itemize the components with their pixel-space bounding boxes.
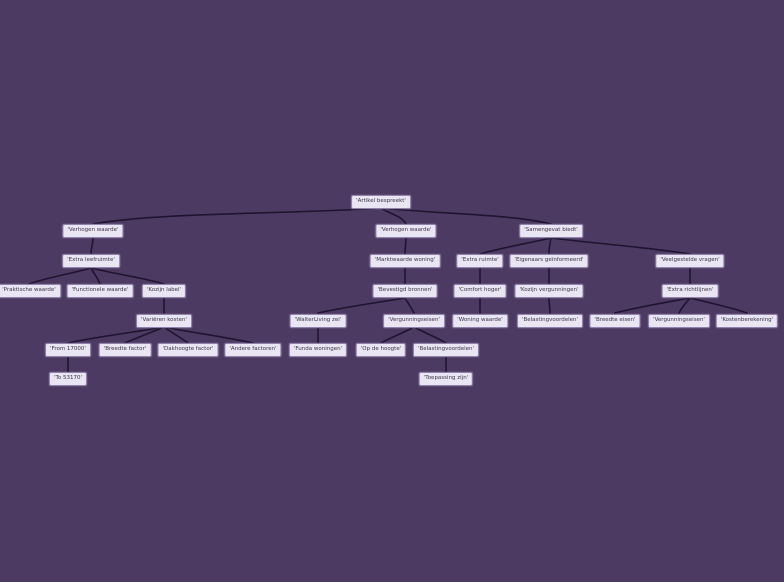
node-extra-leefruimte[interactable]: 'Extra leefruimte' bbox=[62, 254, 120, 268]
node-kostenberekening[interactable]: 'Kostenberekening' bbox=[715, 314, 779, 328]
node-marktwaarde-woning[interactable]: 'Marktwaarde woning' bbox=[369, 254, 441, 268]
node-kozijn-vergunningen[interactable]: 'Kozijn vergunningen' bbox=[514, 284, 584, 298]
node-eigenaars-geinformeerd[interactable]: 'Eigenaars geïnformeerd' bbox=[509, 254, 589, 268]
node-woning-waarde[interactable]: 'Woning waarde' bbox=[452, 314, 508, 328]
node-vergunningseisen-right[interactable]: 'Vergunningseisen' bbox=[648, 314, 710, 328]
node-verhogen-waarde[interactable]: 'Verhogen waarde' bbox=[62, 224, 124, 238]
node-vergunningseisen-center[interactable]: 'Vergunningseisen' bbox=[383, 314, 445, 328]
node-toepassing-zijn[interactable]: 'Toepassing zijn' bbox=[418, 372, 474, 386]
node-veelgestelde-vragen[interactable]: 'Veelgestelde vragen' bbox=[655, 254, 725, 268]
node-from-17000[interactable]: 'From 17000' bbox=[45, 343, 91, 357]
node-belastingvoordelen-right[interactable]: 'Belastingvoordelen' bbox=[516, 314, 584, 328]
node-walterliving-zei[interactable]: 'WalterLiving zei' bbox=[289, 314, 347, 328]
node-verhogen-waarde-center[interactable]: 'Verhogen waarde' bbox=[375, 224, 437, 238]
node-samengevat-biedt[interactable]: 'Samengevat biedt' bbox=[519, 224, 583, 238]
node-to-53170[interactable]: 'To 53170' bbox=[48, 372, 88, 386]
node-breedte-factor[interactable]: 'Breedte factor' bbox=[98, 343, 152, 357]
node-kozijn-label[interactable]: 'Kozijn label' bbox=[141, 284, 187, 298]
node-funda-woningen[interactable]: 'Funda woningen' bbox=[288, 343, 348, 357]
node-andere-factoren[interactable]: 'Andere factoren' bbox=[224, 343, 282, 357]
node-artikel-bespreekt[interactable]: 'Artikel bespreekt' bbox=[351, 195, 411, 209]
node-extra-ruimte[interactable]: 'Extra ruimte' bbox=[456, 254, 504, 268]
node-varieren-kosten[interactable]: 'Variëren kosten' bbox=[136, 314, 192, 328]
node-bevestigd-bronnen[interactable]: 'Bevestigd bronnen' bbox=[372, 284, 438, 298]
node-op-de-hoogte[interactable]: 'Op de hoogte' bbox=[355, 343, 407, 357]
node-dakhoogte-factor[interactable]: 'Dakhoogte factor' bbox=[157, 343, 219, 357]
node-comfort-hoger[interactable]: 'Comfort hoger' bbox=[453, 284, 507, 298]
node-functionele-waarde[interactable]: 'Functionele waarde' bbox=[66, 284, 134, 298]
node-praktische-waarde[interactable]: 'Praktische waarde' bbox=[0, 284, 61, 298]
node-belastingvoordelen-center[interactable]: 'Belastingvoordelen' bbox=[412, 343, 480, 357]
node-breedte-eisen[interactable]: 'Breedte eisen' bbox=[589, 314, 641, 328]
node-extra-richtlijnen[interactable]: 'Extra richtlijnen' bbox=[661, 284, 719, 298]
